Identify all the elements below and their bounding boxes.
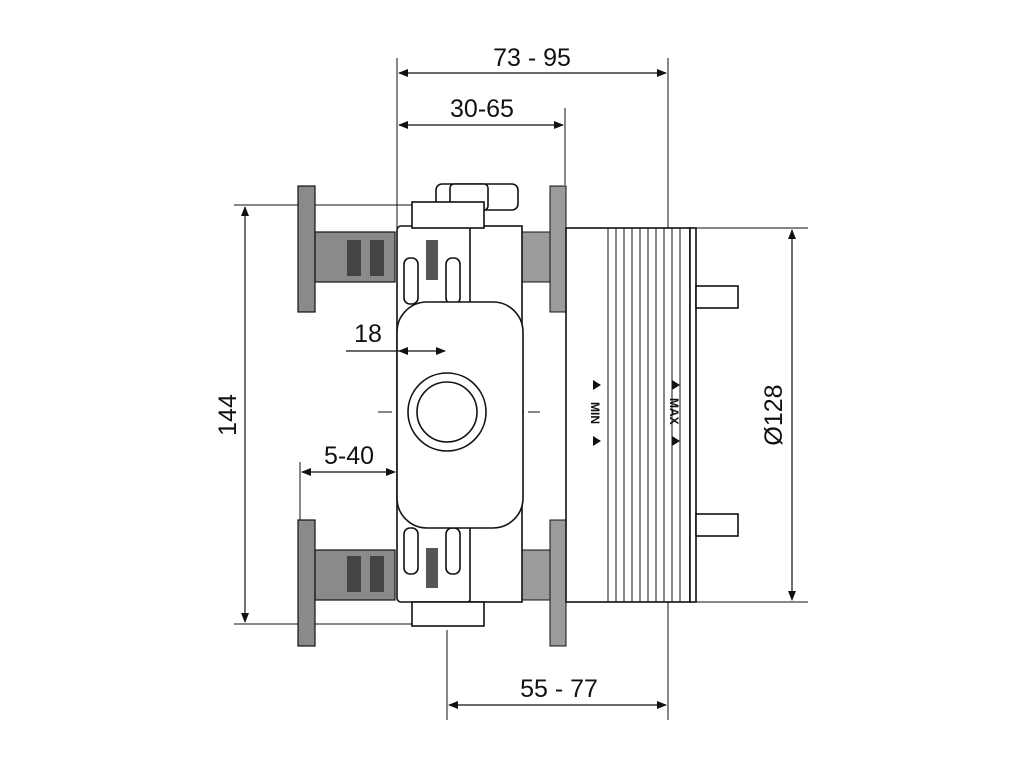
- min-label: MIN: [588, 402, 602, 424]
- dimension-lines: [241, 69, 796, 709]
- dim-diameter: Ø128: [760, 384, 788, 445]
- extension-lines: [234, 58, 808, 720]
- left-flange-top: [297, 185, 396, 313]
- dim-flange: 5-40: [324, 442, 374, 470]
- dim-top-inner: 30-65: [450, 95, 514, 123]
- valve-body: [396, 183, 524, 627]
- max-marking: MAX: [667, 380, 681, 446]
- dim-bottom: 55 - 77: [520, 675, 598, 703]
- left-flange-bottom: [297, 519, 396, 647]
- dim-offset: 18: [354, 320, 382, 348]
- dim-top-overall: 73 - 95: [493, 44, 571, 72]
- max-label: MAX: [667, 398, 681, 425]
- threaded-sleeve: [565, 227, 739, 603]
- min-marking: MIN: [588, 380, 602, 446]
- dim-height: 144: [214, 394, 242, 436]
